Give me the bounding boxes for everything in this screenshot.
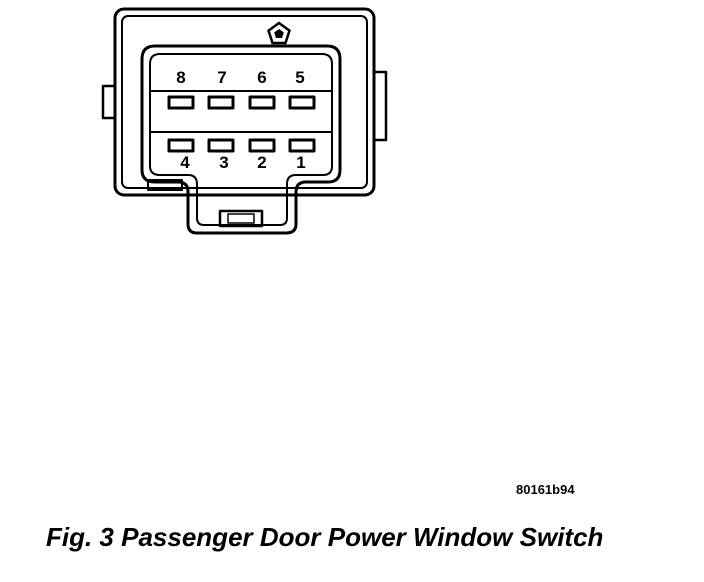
polarization-notch (147, 179, 183, 191)
terminal-6 (248, 95, 276, 110)
pin-label-7: 7 (217, 68, 226, 87)
latch-button-inner (227, 213, 255, 224)
terminal-2 (248, 138, 276, 153)
connector-housing-inner (121, 15, 368, 189)
terminal-3 (207, 138, 235, 153)
pin-cavity-inner (149, 53, 333, 226)
right-lock-tab (372, 70, 388, 142)
pentastar-icon (267, 21, 291, 45)
figure-reference-code: 80161b94 (516, 482, 575, 497)
terminal-1 (288, 138, 316, 153)
pin-label-6: 6 (257, 68, 266, 87)
pin-label-1: 1 (296, 153, 305, 172)
pin-label-5: 5 (295, 68, 304, 87)
terminal-7 (207, 95, 235, 110)
pin-label-3: 3 (219, 153, 228, 172)
terminal-5 (288, 95, 316, 110)
pin-cavity-outer (140, 44, 342, 235)
pin-label-8: 8 (176, 68, 185, 87)
latch-button (218, 209, 264, 228)
pin-label-4: 4 (180, 153, 190, 172)
terminal-8 (167, 95, 195, 110)
figure-caption: Fig. 3 Passenger Door Power Window Switc… (46, 522, 604, 552)
connector-housing-outer (113, 7, 376, 197)
terminal-4 (167, 138, 195, 153)
left-lock-tab (101, 84, 117, 120)
pin-label-2: 2 (257, 153, 266, 172)
